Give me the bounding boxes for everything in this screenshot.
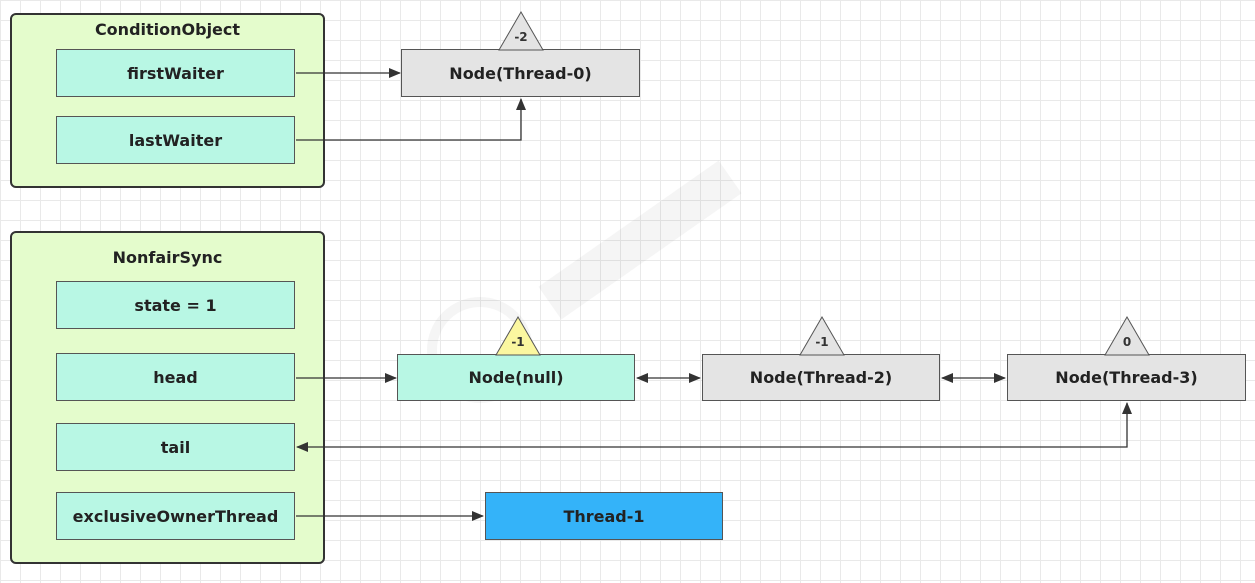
wait-status-badge-null: -1 [495,316,541,356]
wait-status-null: -1 [511,335,525,349]
node-thread-0: Node(Thread-0) [401,49,640,97]
condition-object-title: ConditionObject [94,20,241,39]
wait-status-thread-3: 0 [1122,335,1132,349]
node-null: Node(null) [397,354,635,401]
head-field: head [56,353,295,401]
last-waiter-arrow [296,98,526,141]
wait-status-badge-thread-3: 0 [1104,316,1150,356]
state-field: state = 1 [56,281,295,329]
wait-status-badge-thread-2: -1 [799,316,845,356]
wait-status-thread-2: -1 [815,335,829,349]
exclusive-owner-thread-field: exclusiveOwnerThread [56,492,295,540]
first-waiter-field: firstWaiter [56,49,295,97]
last-waiter-field: lastWaiter [56,116,295,164]
tail-arrow [296,402,1132,452]
wait-status-badge-thread-0: -2 [498,11,544,51]
nonfair-sync-title: NonfairSync [112,248,223,267]
owner-thread-1: Thread-1 [485,492,723,540]
tail-field: tail [56,423,295,471]
wait-status-thread-0: -2 [514,30,528,44]
node-thread-2: Node(Thread-2) [702,354,940,401]
node-thread-3: Node(Thread-3) [1007,354,1246,401]
